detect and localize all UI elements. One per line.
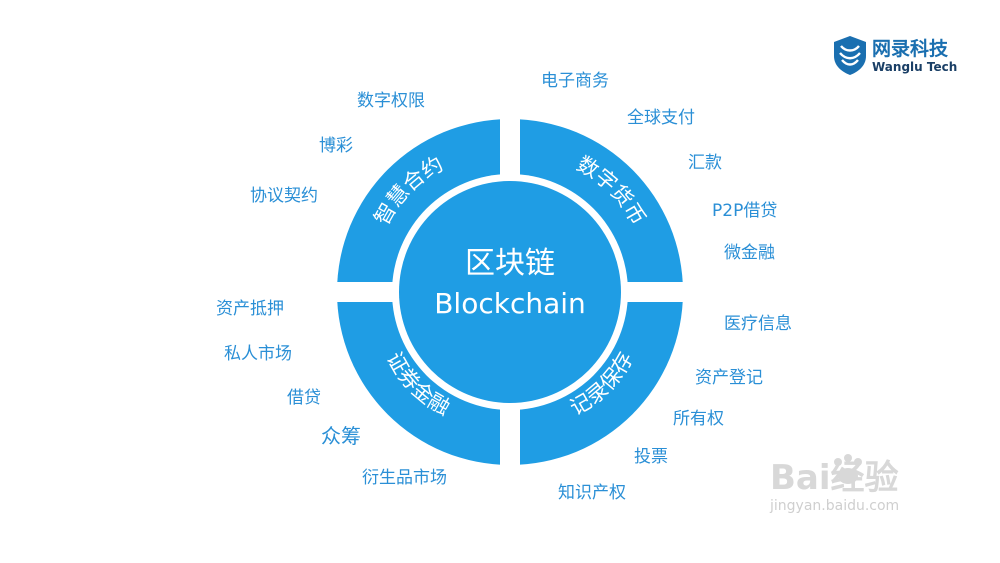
shield-logo-icon xyxy=(834,36,866,75)
watermark-text: Bai经验 xyxy=(770,458,899,498)
label-global-payment: 全球支付 xyxy=(627,108,695,128)
label-derivatives-market: 衍生品市场 xyxy=(362,468,447,488)
label-microfinance: 微金融 xyxy=(724,243,775,263)
label-lending: 借贷 xyxy=(287,388,321,408)
baidu-watermark: Bai经验 jingyan.baidu.com xyxy=(760,450,960,520)
watermark-url: jingyan.baidu.com xyxy=(770,498,900,514)
center-circle xyxy=(399,181,621,403)
label-ecommerce: 电子商务 xyxy=(541,71,609,91)
label-private-market: 私人市场 xyxy=(224,344,292,364)
label-voting: 投票 xyxy=(634,447,668,467)
label-asset-mortgage: 资产抵押 xyxy=(216,299,284,319)
center-title-en: Blockchain xyxy=(434,287,586,320)
label-gambling: 博彩 xyxy=(319,136,353,156)
label-crowdfunding: 众筹 xyxy=(321,424,361,448)
center-title-cn: 区块链 xyxy=(465,246,555,281)
label-intellectual-property: 知识产权 xyxy=(558,483,626,503)
label-asset-registration: 资产登记 xyxy=(695,368,763,388)
label-ownership: 所有权 xyxy=(673,409,724,429)
logo-text-cn: 网录科技 xyxy=(872,38,949,60)
label-digital-rights: 数字权限 xyxy=(357,91,425,111)
logo-text-en: Wanglu Tech xyxy=(872,60,958,74)
company-logo: 网录科技 Wanglu Tech xyxy=(832,34,972,78)
label-remittance: 汇款 xyxy=(688,153,722,173)
paw-icon xyxy=(834,454,862,484)
label-agreement-contract: 协议契约 xyxy=(250,186,318,206)
label-medical-info: 医疗信息 xyxy=(724,314,792,334)
label-p2p-lending: P2P借贷 xyxy=(712,201,778,221)
